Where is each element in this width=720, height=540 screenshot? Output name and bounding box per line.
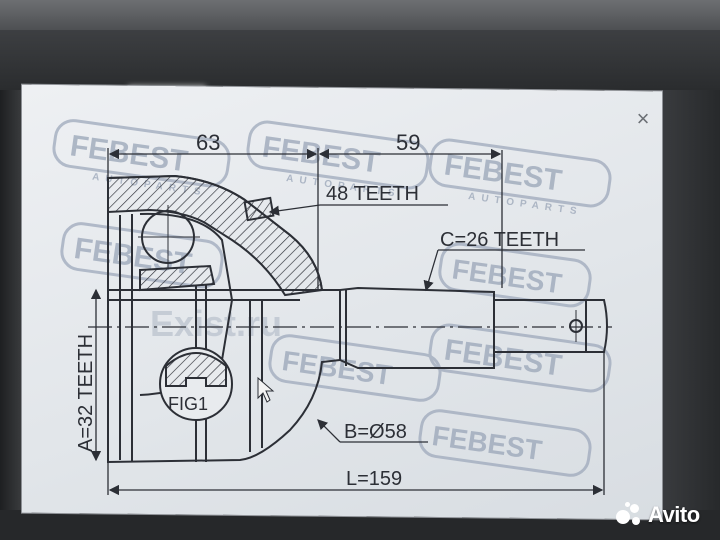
watermark-frame	[60, 222, 224, 289]
watermark-frame	[418, 409, 592, 477]
shaft-threaded-end	[494, 299, 608, 353]
febest-watermarks	[52, 119, 612, 477]
watermark-frame	[428, 138, 612, 208]
monitor-bezel	[0, 30, 720, 90]
dimension-labels: 63 59 48 TEETH C=26 TEETH A=32 TEETH FIG…	[75, 130, 559, 490]
total-length-label: L=159	[346, 468, 402, 490]
seal-diameter-label: B=Ø58	[344, 421, 407, 443]
dim-63-label: 63	[196, 130, 220, 155]
fig1-detail	[159, 347, 233, 421]
shaft-spline-section	[339, 286, 495, 369]
watermark-frame	[52, 119, 231, 188]
watermark-brand: FEBEST	[442, 334, 564, 383]
watermark-frame	[438, 242, 592, 308]
output-shaft	[339, 286, 608, 369]
watermark-site: Exist.ru	[150, 303, 282, 344]
watermark-brand: FEBEST	[260, 131, 382, 180]
outer-teeth-label: 48 TEETH	[326, 183, 419, 205]
leader-c-teeth	[423, 249, 439, 292]
close-icon[interactable]: ×	[636, 106, 650, 131]
avito-logo: Avito	[616, 500, 700, 530]
photo-background-left	[0, 90, 22, 540]
dimension-lines	[90, 148, 605, 496]
fig1-label: FIG1	[168, 394, 208, 414]
mouse-cursor-icon	[257, 376, 275, 403]
leader-48-teeth	[268, 204, 321, 216]
watermark-brand: FEBEST	[442, 149, 564, 198]
watermark-frame	[268, 334, 442, 402]
watermark-frame	[246, 120, 430, 190]
dim-59-label: 59	[396, 130, 420, 155]
leader-b	[317, 419, 341, 443]
tone-ring	[243, 196, 275, 222]
hatched-inner-race	[139, 264, 216, 292]
inner-teeth-label: A=32 TEETH	[75, 334, 97, 452]
photo-background-right	[660, 90, 720, 540]
avito-wordmark: Avito	[648, 502, 700, 527]
watermark-subtitle: AUTOPARTS	[467, 191, 583, 218]
watermark-frame	[428, 323, 612, 393]
fig1-hatch	[165, 352, 227, 387]
avito-dots-icon	[616, 502, 642, 528]
shaft-teeth-label: C=26 TEETH	[440, 229, 559, 251]
